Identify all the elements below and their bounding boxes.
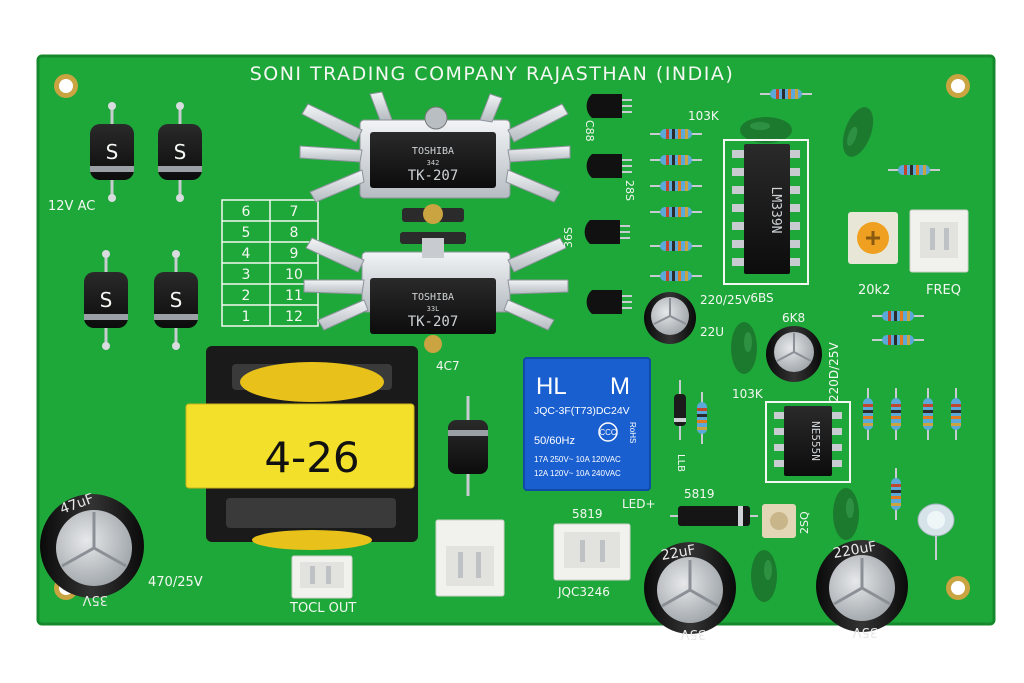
- svg-text:S: S: [170, 288, 183, 312]
- label-103k-top: 103K: [688, 109, 720, 123]
- pin-cell: 4: [242, 246, 251, 262]
- label-470-25v: 470/25V: [148, 575, 203, 590]
- svg-text:S: S: [106, 140, 119, 164]
- pin-cell: 9: [290, 246, 299, 262]
- label-22u: 22U: [700, 325, 724, 339]
- relay-freq: 50/60Hz: [534, 435, 575, 447]
- label-6bs: 6BS: [750, 291, 773, 305]
- pin-cell: 6: [242, 204, 251, 220]
- label-5819-b: 5819: [684, 487, 715, 501]
- regulator-2-part: TK-207: [408, 314, 459, 330]
- label-103k-mid: 103K: [732, 387, 764, 401]
- label-12v-ac: 12V AC: [48, 199, 95, 214]
- ccc-icon: CCC: [598, 422, 618, 442]
- regulator-2-brand: TOSHIBA: [412, 292, 454, 303]
- label-jqc3246: JQC3246: [557, 585, 610, 599]
- bridge-diode-3: S: [82, 248, 130, 352]
- relay-rating-2: 12A 120V~ 10A 240VAC: [534, 469, 621, 478]
- label-llb: LLB: [675, 454, 686, 472]
- label-2sq: 2SQ: [798, 511, 811, 534]
- relay: HL M JQC-3F(T73)DC24V 50/60Hz CCC RoHS 1…: [523, 357, 651, 491]
- svg-text:S: S: [100, 288, 113, 312]
- label-led-plus: LED+: [622, 497, 656, 511]
- electrolytic-capacitor-small-1: [644, 292, 696, 344]
- cap-22uf-value: 22uF: [660, 542, 697, 564]
- pin-cell: 5: [242, 225, 251, 241]
- jqc3246-connector[interactable]: [553, 523, 631, 581]
- cap-47uf-code: 35V: [82, 592, 108, 607]
- relay-cert: RoHS: [628, 422, 637, 443]
- electrolytic-capacitor-47uf: 47uF 35V: [40, 491, 144, 607]
- pin-table: 6 7 5 8 4 9 3 10 2 11 1 12: [221, 199, 319, 327]
- freq-connector[interactable]: [909, 209, 969, 273]
- electrolytic-capacitor-22uf: 22uF 35V: [644, 542, 736, 641]
- ic-8pin-marking: NE555N: [809, 421, 822, 461]
- cap-22uf-code: 35V: [680, 626, 706, 641]
- label-6k8: 6K8: [782, 311, 805, 325]
- film-capacitor: [833, 488, 859, 540]
- label-freq: FREQ: [926, 283, 961, 298]
- small-trimmer: [762, 504, 796, 538]
- label-28s: 28S: [623, 180, 636, 201]
- label-36s: 36S: [562, 227, 575, 248]
- connector-middle[interactable]: [435, 519, 505, 597]
- pin-cell: 10: [285, 267, 303, 283]
- glass-diode: [674, 380, 686, 440]
- electrolytic-capacitor-small-2: [766, 326, 822, 382]
- transformer-label: 4-26: [264, 433, 359, 482]
- bridge-diode-2: S: [156, 100, 204, 204]
- ic-14pin-marking: LM339N: [768, 187, 783, 234]
- relay-model: JQC-3F(T73)DC24V: [534, 405, 630, 417]
- ic-8pin: NE555N: [765, 401, 851, 483]
- pin-cell: 12: [285, 309, 303, 325]
- svg-text:S: S: [174, 140, 187, 164]
- label-220-25v-a: 220/25V: [700, 293, 751, 307]
- pin-cell: 3: [242, 267, 251, 283]
- relay-rating-1: 17A 250V~ 10A 120VAC: [534, 455, 621, 464]
- trimmer-potentiometer: [848, 212, 898, 264]
- label-220d-25v: 220D/25V: [827, 342, 841, 402]
- cap-220uf-code: 35V: [852, 624, 878, 639]
- pin-cell: 7: [290, 204, 299, 220]
- label-tocl-out: TOCL OUT: [289, 601, 356, 616]
- board-title: SONI TRADING COMPANY RAJASTHAN (INDIA): [250, 63, 735, 85]
- regulator-2-code: 33L: [427, 305, 440, 313]
- relay-brand: HL: [536, 373, 567, 400]
- voltage-regulator-2: TOSHIBA 33L TK-207: [303, 232, 569, 353]
- transformer: 4-26: [185, 346, 418, 550]
- cap-220uf-value: 220uF: [832, 539, 878, 562]
- label-c88: C88: [583, 120, 596, 142]
- pin-cell: 2: [242, 288, 251, 304]
- svg-text:CCC: CCC: [599, 428, 617, 437]
- schottky-diode: [670, 506, 758, 526]
- regulator-1-part: TK-207: [408, 168, 459, 184]
- label-4c7: 4C7: [436, 359, 460, 373]
- led: [917, 503, 955, 560]
- voltage-regulator-1: TOSHIBA 342 TK-207: [299, 91, 571, 224]
- diode-vertical: [448, 396, 488, 496]
- regulator-1-code: 342: [427, 159, 440, 167]
- label-5819-a: 5819: [572, 507, 603, 521]
- pin-cell: 8: [290, 225, 299, 241]
- bridge-diode-1: S: [88, 100, 136, 204]
- regulator-1-brand: TOSHIBA: [412, 146, 454, 157]
- relay-logo: M: [610, 373, 630, 400]
- bridge-diode-4: S: [152, 248, 200, 352]
- label-20k2: 20k2: [858, 283, 890, 298]
- tocl-out-connector[interactable]: [291, 555, 353, 599]
- film-capacitor: [731, 322, 757, 374]
- ic-14pin: LM339N: [723, 139, 809, 285]
- film-capacitor: [751, 550, 777, 602]
- electrolytic-capacitor-220uf: 220uF 35V: [816, 539, 908, 639]
- pin-cell: 1: [242, 309, 251, 325]
- pin-cell: 11: [285, 288, 303, 304]
